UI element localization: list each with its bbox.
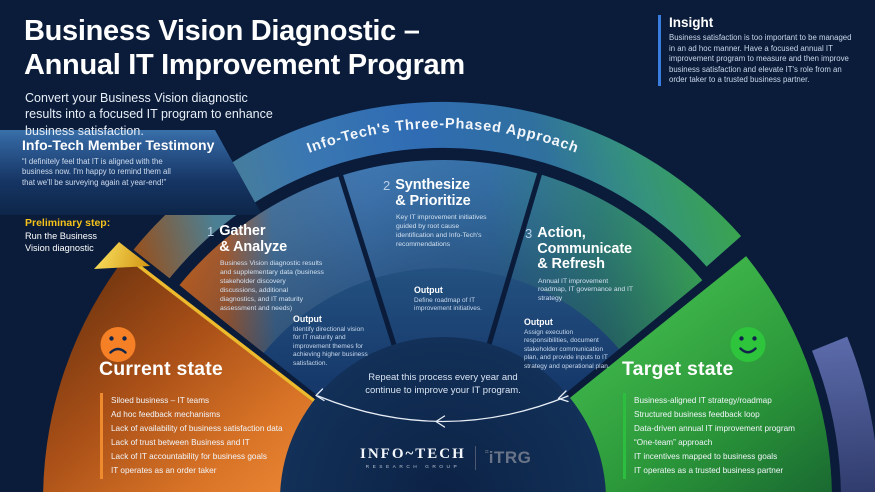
testimony-heading: Info-Tech Member Testimony (22, 137, 215, 153)
insight-body: Business satisfaction is too important t… (669, 33, 852, 85)
output-1-body: Identify directional vision for IT matur… (293, 326, 368, 367)
gold-diagonal-line (121, 252, 334, 416)
repeat-note: Repeat this process every year and conti… (365, 372, 521, 397)
testimony-section: Info-Tech Member Testimony “I definitely… (22, 137, 215, 188)
phase-divider-2 (486, 168, 544, 348)
list-item: IT incentives mapped to business goals (634, 452, 778, 461)
testimony-panel (0, 130, 262, 215)
infotech-logo: INFO~TECH RESEARCH GROUP (360, 446, 466, 470)
target-state-list: Business-aligned IT strategy/roadmap Str… (623, 393, 795, 479)
list-item: Siloed business – IT teams (111, 396, 210, 405)
testimony-quote: “I definitely feel that IT is aligned wi… (22, 157, 171, 187)
output-2-body: Define roadmap of IT improvement initiat… (414, 297, 482, 313)
page-subtitle: Convert your Business Vision diagnostic … (25, 91, 273, 138)
gold-arrow-triangle (94, 242, 150, 269)
insight-callout: Insight Business satisfaction is too imp… (658, 15, 857, 86)
output-2-label: Output (414, 285, 443, 295)
output-3-block: Output Assign execution responsibilities… (524, 317, 614, 371)
itrg-wordmark: iTRG (488, 448, 532, 467)
target-state-section: Target state Business-aligned IT strateg… (622, 358, 795, 479)
current-state-list: Siloed business – IT teams Ad hoc feedba… (100, 393, 283, 479)
page-title-line1: Business Vision Diagnostic – (24, 15, 420, 47)
list-item: Data-driven annual IT improvement progra… (634, 424, 795, 433)
phase-3-block: 3 Action, Communicate & Refresh Annual I… (525, 225, 638, 304)
footer-brand: INFO~TECH RESEARCH GROUP ⌗ iTRG (360, 446, 531, 470)
phase-1-description: Business Vision diagnostic results and s… (220, 260, 324, 312)
infotech-wordmark: INFO~TECH (360, 446, 466, 462)
phase-2-description: Key IT improvement initiatives guided by… (396, 214, 487, 248)
insight-heading: Insight (669, 15, 714, 30)
corner-arc-decoration (812, 336, 875, 492)
list-item: IT operates as a trusted business partne… (634, 466, 784, 475)
output-3-label: Output (524, 317, 553, 327)
current-state-section: Current state Siloed business – IT teams… (99, 358, 283, 479)
logo-divider (474, 446, 476, 470)
list-item: Lack of trust between Business and IT (111, 438, 250, 447)
list-item: IT operates as an order taker (111, 466, 217, 475)
phase-3-description: Annual IT improvement roadmap, IT govern… (538, 277, 633, 303)
repeat-cycle-arrow (315, 388, 569, 428)
list-item: Lack of availability of business satisfa… (111, 424, 283, 433)
output-1-block: Output Identify directional vision for I… (293, 314, 371, 368)
preliminary-step-text: Run the Business Vision diagnostic (25, 231, 98, 253)
phase-divider-1 (336, 170, 398, 349)
phase-3-title: Action, Communicate & Refresh (537, 225, 633, 272)
phase-2-number: 2 (383, 178, 391, 193)
preliminary-step: Preliminary step: Run the Business Visio… (25, 217, 110, 255)
page-title: Business Vision Diagnostic – Annual IT I… (24, 14, 465, 82)
list-item: “One-team” approach (634, 438, 713, 447)
preliminary-step-label: Preliminary step: (25, 217, 111, 229)
wedge-gap-left (111, 236, 336, 417)
itrg-hash-icon: ⌗ (484, 449, 489, 456)
phase-2-block: 2 Synthesize & Prioritize Key IT improve… (383, 177, 498, 250)
page-title-line2: Annual IT Improvement Program (24, 49, 465, 81)
target-state-heading: Target state (622, 358, 734, 380)
output-3-body: Assign execution responsibilities, docum… (524, 329, 610, 370)
itrg-logo: ⌗ iTRG (485, 448, 532, 468)
current-state-heading: Current state (99, 358, 223, 380)
list-item: Lack of IT accountability for business g… (111, 452, 267, 461)
wedge-gap-right (532, 222, 777, 427)
phase-2-title: Synthesize & Prioritize (395, 177, 471, 209)
infotech-sub-wordmark: RESEARCH GROUP (365, 465, 461, 470)
output-2-block: Output Define roadmap of IT improvement … (414, 285, 496, 314)
sad-face-icon (100, 327, 136, 362)
list-item: Structured business feedback loop (634, 410, 760, 419)
happy-face-icon (730, 327, 766, 362)
phase-1-block: 1 Gather & Analyze Business Vision diagn… (207, 223, 324, 314)
output-1-label: Output (293, 314, 322, 324)
phase-1-title: Gather & Analyze (219, 223, 288, 255)
inner-cycle-ellipse (280, 337, 606, 492)
phase-1-number: 1 (207, 224, 215, 239)
list-item: Ad hoc feedback mechanisms (111, 410, 221, 419)
list-item: Business-aligned IT strategy/roadmap (634, 396, 772, 405)
phase-3-number: 3 (525, 226, 533, 241)
